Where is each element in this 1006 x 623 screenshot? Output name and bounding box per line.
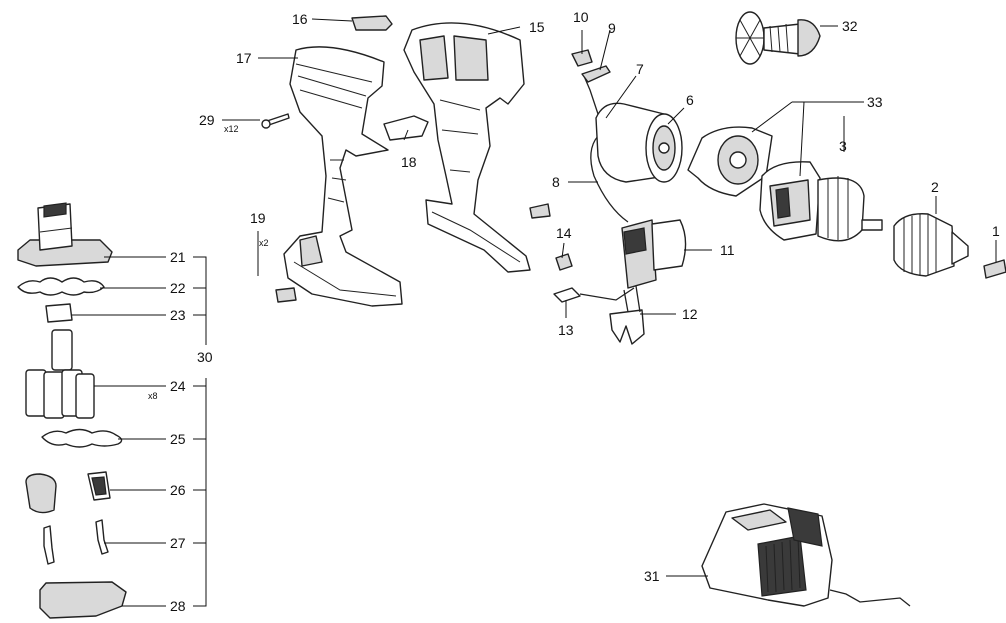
driver-bit [983, 259, 1006, 279]
left-housing-half [283, 46, 403, 307]
battery-pack-group [17, 202, 207, 619]
callout-9: 9 [608, 20, 616, 36]
callout-28: 28 [170, 598, 186, 614]
quantity-29: x12 [224, 124, 239, 134]
callout-15: 15 [529, 19, 545, 35]
switch-spring [555, 253, 573, 271]
battery-cells [25, 329, 95, 419]
brush-strip [581, 65, 611, 83]
callout-18: 18 [401, 154, 417, 170]
small-clip [275, 287, 297, 303]
callout-32: 32 [842, 18, 858, 34]
callout-30: 30 [197, 349, 213, 365]
callout-33: 33 [867, 94, 883, 110]
callout-11: 11 [720, 242, 735, 258]
motor [595, 102, 683, 183]
brush-holder [571, 49, 593, 67]
leader-lines [222, 18, 997, 577]
callout-6: 6 [686, 92, 694, 108]
callout-31: 31 [644, 568, 660, 584]
small-clip-2 [529, 203, 551, 219]
battery-top-housing [17, 202, 113, 267]
insulator-plate-bottom [41, 428, 123, 448]
callout-8: 8 [552, 174, 560, 190]
callout-2: 2 [931, 179, 939, 195]
side-handle [735, 11, 821, 65]
gear-housing-ring [687, 126, 773, 197]
callout-13: 13 [558, 322, 574, 338]
callout-26: 26 [170, 482, 186, 498]
callout-24: 24 [170, 378, 186, 394]
callout-7: 7 [636, 61, 644, 77]
battery-terminals [25, 471, 111, 514]
callout-29: 29 [199, 112, 215, 128]
callout-1: 1 [992, 223, 1000, 239]
callout-19: 19 [250, 210, 266, 226]
callout-21: 21 [170, 249, 186, 265]
direction-switch [383, 115, 429, 141]
housing-clip-16 [351, 15, 393, 31]
callout-3: 3 [839, 138, 847, 154]
right-housing-half [403, 22, 531, 273]
callout-10: 10 [573, 9, 589, 25]
callout-12: 12 [682, 306, 698, 322]
battery-contacts [43, 519, 109, 565]
battery-bottom-housing [39, 581, 127, 619]
switch-leads [553, 285, 645, 345]
callout-23: 23 [170, 307, 186, 323]
gearbox [759, 161, 883, 242]
quantity-24: x8 [148, 391, 158, 401]
trigger-switch [621, 219, 687, 289]
motor-lead-wire [590, 135, 629, 223]
chuck [893, 213, 969, 277]
insulator-plate-top [17, 277, 105, 296]
callout-27: 27 [170, 535, 186, 551]
callout-labels: 1 2 3 6 7 8 9 10 11 12 13 14 15 16 17 18… [148, 9, 1000, 614]
battery-charger [701, 503, 911, 607]
callout-17: 17 [236, 50, 252, 66]
connector-clip [45, 303, 73, 323]
quantity-19: x2 [259, 238, 269, 248]
callout-16: 16 [292, 11, 308, 27]
callout-25: 25 [170, 431, 186, 447]
housing-screw [261, 113, 290, 129]
callout-22: 22 [170, 280, 186, 296]
callout-14: 14 [556, 225, 572, 241]
